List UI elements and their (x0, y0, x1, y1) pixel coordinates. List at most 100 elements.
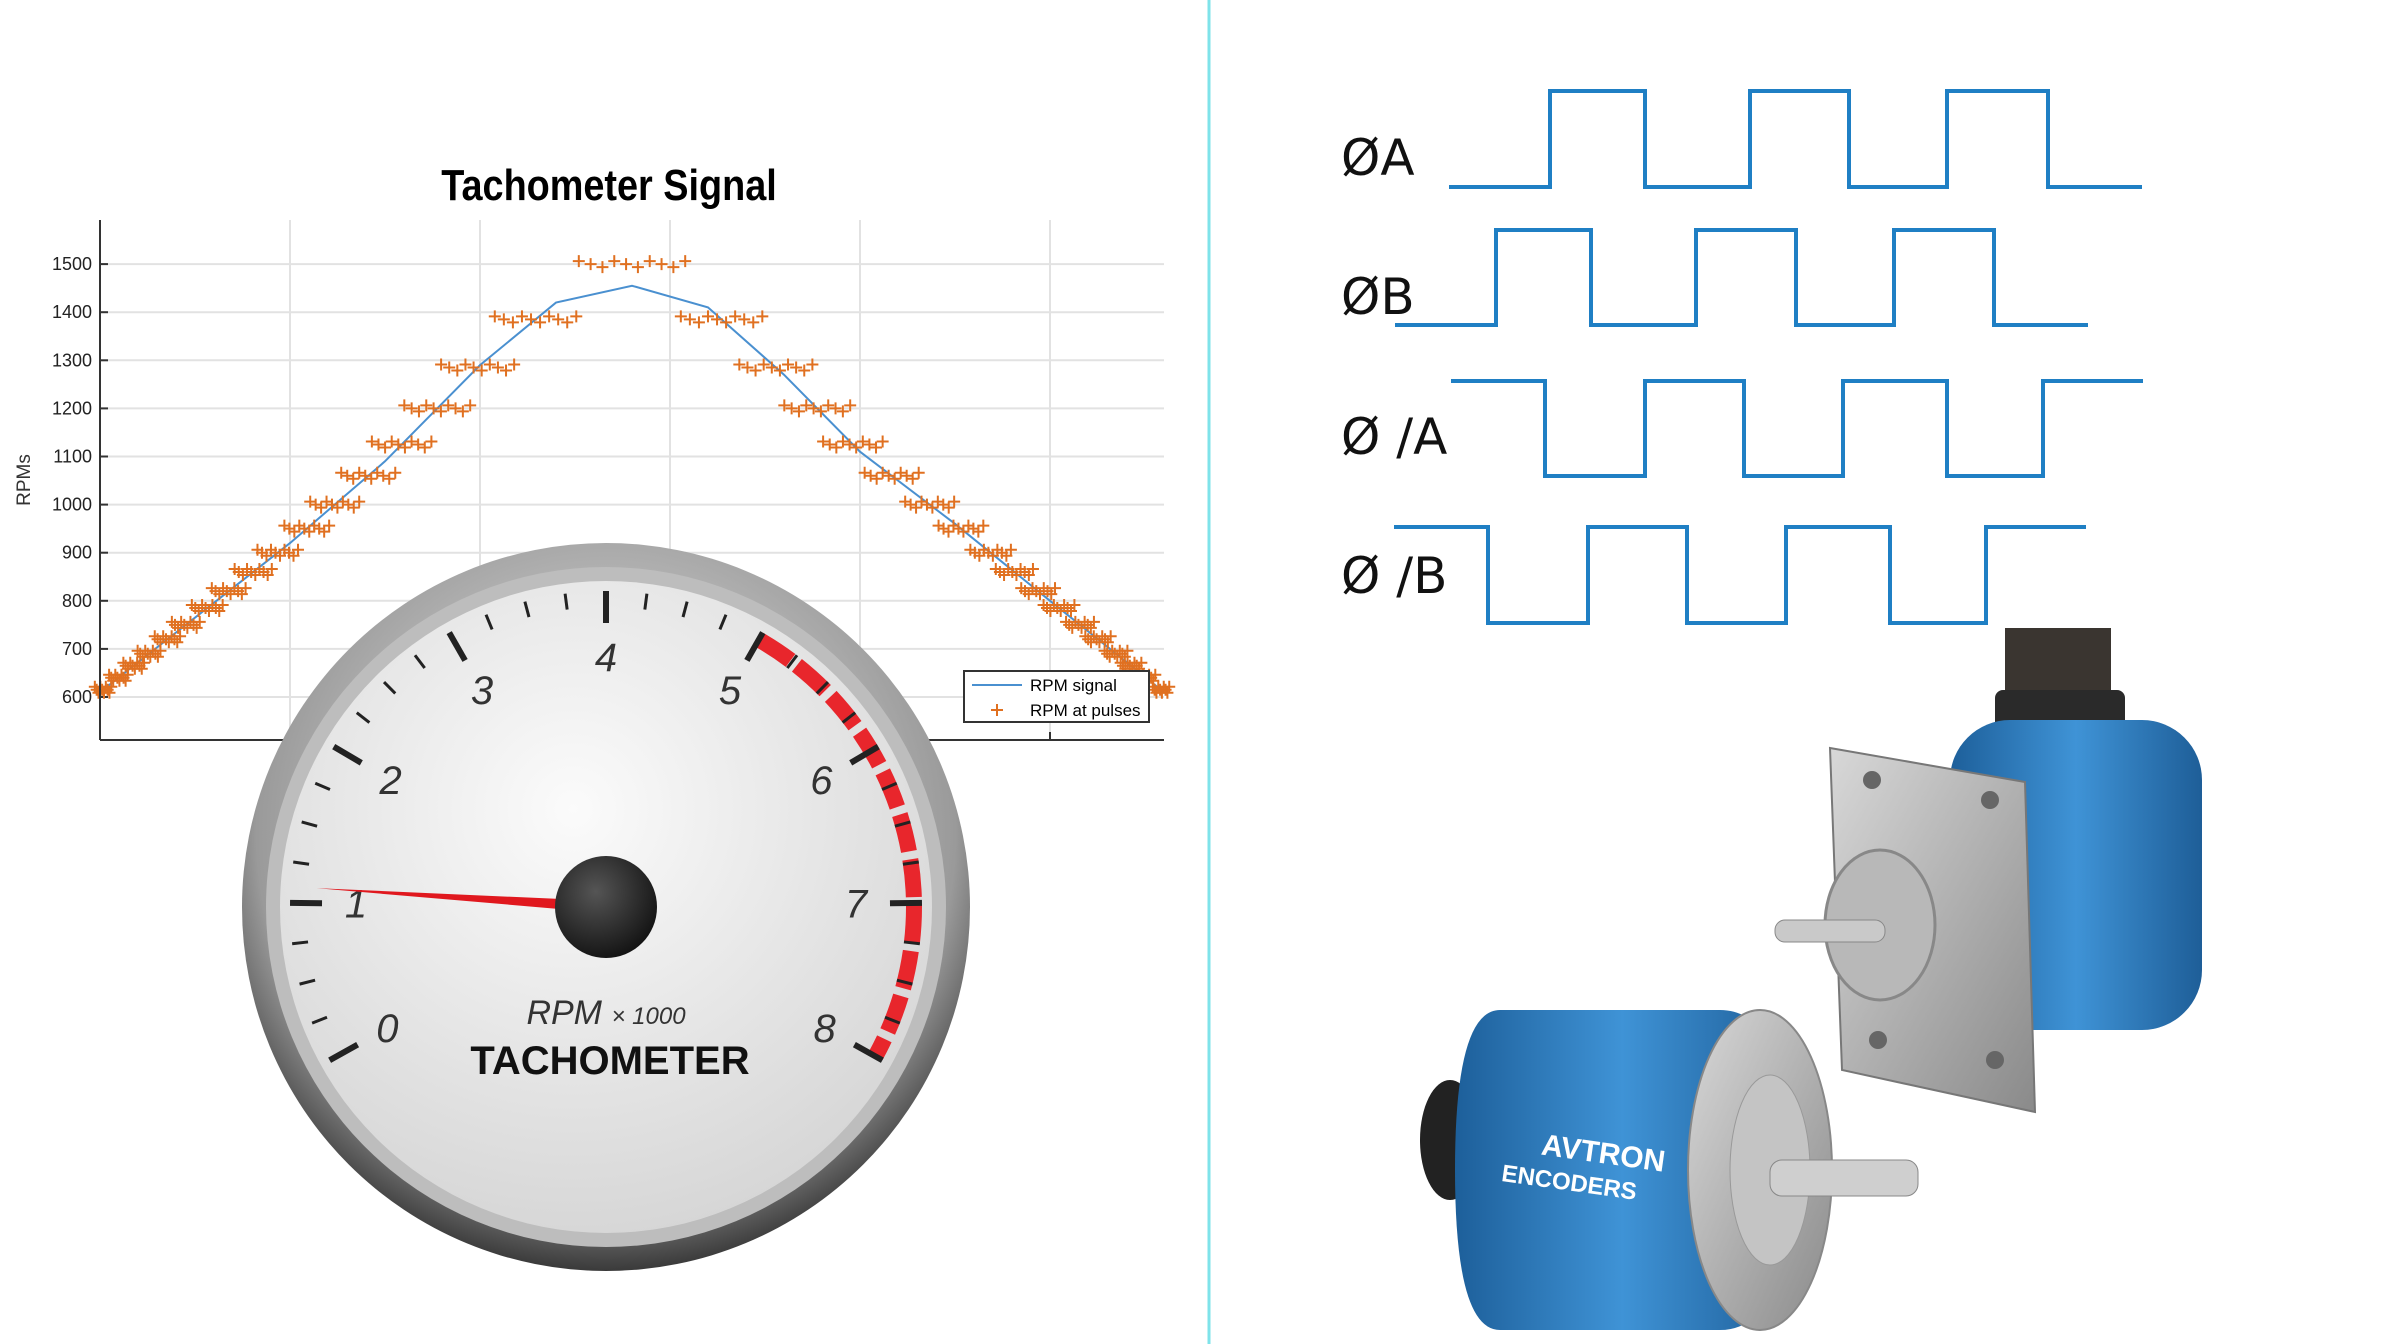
gauge-label: 1 (345, 883, 367, 927)
pulse-marker (379, 441, 392, 454)
pulse-marker (103, 686, 116, 699)
gauge-minor-tick (314, 781, 331, 791)
pulse-marker (187, 618, 200, 631)
y-tick-label: 900 (62, 543, 92, 563)
gauge-minor-tick (299, 978, 316, 986)
pulse-marker (174, 630, 187, 643)
pulse-marker (850, 441, 863, 454)
pulse-marker (864, 469, 877, 482)
pulse-marker (467, 361, 480, 374)
pulse-marker (765, 361, 778, 374)
pulse-marker (456, 405, 469, 418)
pulse-marker (353, 495, 366, 508)
gauge-minor-tick (786, 654, 799, 669)
pulse-marker (412, 438, 425, 451)
pulse-marker (475, 364, 488, 377)
pulse-marker (1163, 680, 1176, 693)
gauge-label: 0 (376, 1007, 398, 1051)
pulse-marker (1004, 543, 1017, 556)
pulse-marker (412, 405, 425, 418)
pulse-marker (451, 364, 464, 377)
pulse-marker (265, 562, 278, 575)
pulse-marker (525, 313, 538, 326)
gauge-minor-tick (301, 820, 318, 828)
pulse-marker (1101, 636, 1114, 649)
pulse-marker (876, 435, 889, 448)
gauge-minor-tick (311, 1015, 328, 1025)
pulse-marker (792, 405, 805, 418)
gauge-minor-tick (563, 593, 569, 610)
pulse-marker (543, 310, 556, 323)
gauge-minor-tick (484, 614, 494, 631)
pulse-marker (1068, 599, 1081, 612)
pulse-marker (119, 674, 132, 687)
pulse-marker (506, 316, 519, 329)
pulse-marker (372, 438, 385, 451)
pulse-marker (405, 435, 418, 448)
pulse-marker (942, 501, 955, 514)
gauge-minor-tick (293, 860, 310, 866)
pulse-marker (371, 466, 384, 479)
pulse-marker (800, 399, 813, 412)
gauge-major-tick (849, 744, 880, 766)
pulse-marker (1084, 621, 1097, 634)
square-wave (1451, 379, 2143, 478)
gauge-minor-tick (681, 601, 689, 618)
gauge-minor-tick (896, 978, 913, 986)
pulse-marker (829, 402, 842, 415)
pulse-marker (385, 435, 398, 448)
pulse-marker (894, 466, 907, 479)
pulse-marker (830, 441, 843, 454)
pulse-marker (435, 358, 448, 371)
pulse-marker (315, 501, 328, 514)
gauge-needle (316, 888, 607, 913)
pulse-marker (500, 364, 513, 377)
pulse-marker (679, 255, 692, 268)
square-wave (1395, 228, 2088, 327)
pulse-marker (747, 316, 760, 329)
pulse-marker (239, 582, 252, 595)
pulse-marker (483, 358, 496, 371)
pulse-marker (915, 495, 928, 508)
pulse-marker (508, 358, 521, 371)
pulse-marker (937, 498, 950, 511)
svg-text:RPM × 1000: RPM × 1000 (526, 994, 686, 1032)
gauge-minor-tick (894, 820, 911, 828)
pulse-marker (534, 316, 547, 329)
gauge-minor-tick (718, 614, 728, 631)
pulse-marker (822, 399, 835, 412)
gauge-minor-tick (643, 593, 649, 610)
pulse-marker (1087, 615, 1100, 628)
gauge-minor-tick (523, 601, 531, 618)
gauge-label: 4 (595, 636, 617, 680)
signal-label: Ø /A (1341, 408, 1447, 466)
pulse-marker (806, 358, 819, 371)
square-wave (1449, 89, 2142, 189)
pulse-marker (325, 498, 338, 511)
pulse-marker (1121, 644, 1134, 657)
signal-label: ØA (1341, 129, 1415, 187)
square-wave (1394, 525, 2086, 625)
y-tick-label: 700 (62, 639, 92, 659)
pulse-marker (876, 466, 889, 479)
pulse-marker (596, 261, 609, 274)
gauge-major-tick (332, 744, 363, 766)
gauge-major-tick (744, 631, 766, 662)
gauge-label: 6 (810, 759, 833, 803)
pulse-marker (572, 255, 585, 268)
gauge-minor-tick (413, 654, 426, 669)
pulse-marker (692, 316, 705, 329)
pulse-marker (398, 441, 411, 454)
pulse-marker (631, 261, 644, 274)
pulse-marker (870, 472, 883, 485)
signal-label: ØB (1341, 268, 1415, 326)
gauge-label: 7 (845, 883, 869, 927)
pulse-marker (365, 435, 378, 448)
pulse-marker (836, 405, 849, 418)
pulse-marker (171, 636, 184, 649)
pulse-marker (347, 501, 360, 514)
pulse-marker (843, 438, 856, 451)
pulse-marker (304, 495, 317, 508)
pulse-marker (1118, 650, 1131, 663)
